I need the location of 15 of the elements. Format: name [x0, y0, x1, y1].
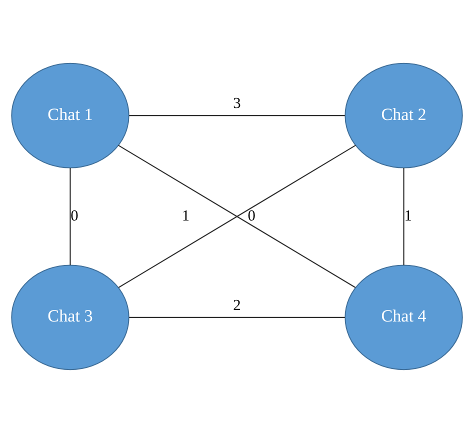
edge-label: 3 [233, 94, 241, 112]
edge-label: 0 [70, 206, 78, 224]
edge-label: 0 [248, 206, 256, 224]
connector [70, 167, 71, 265]
edge-label: 1 [182, 206, 190, 224]
edge-label: 1 [404, 206, 412, 224]
connector [118, 144, 356, 288]
edge-label: 2 [233, 296, 241, 314]
node-ellipse: Chat 2 [344, 62, 463, 168]
connector [129, 316, 345, 318]
node-ellipse: Chat 1 [11, 62, 130, 168]
connector [403, 167, 404, 265]
node-ellipse: Chat 3 [11, 264, 130, 370]
connector [129, 114, 345, 116]
node-ellipse: Chat 4 [344, 264, 463, 370]
